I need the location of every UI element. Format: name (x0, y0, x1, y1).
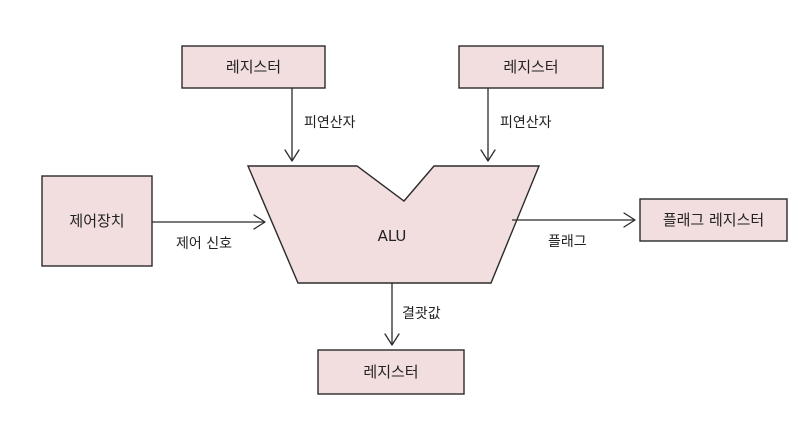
alu-label: ALU (378, 227, 407, 245)
register-top-left: 레지스터 (181, 45, 326, 89)
flag-label: 플래그 (548, 234, 587, 250)
arrow-operand-left (284, 88, 300, 162)
arrow-operand-right (480, 88, 496, 162)
arrow-flag (512, 212, 636, 228)
arrow-result (384, 283, 400, 346)
operand-left-label: 피연산자 (304, 115, 356, 131)
control-unit: 제어장치 (41, 175, 153, 267)
register-bottom-label: 레지스터 (363, 363, 418, 381)
flag-register: 플래그 레지스터 (639, 198, 788, 242)
control-unit-label: 제어장치 (69, 212, 124, 230)
register-top-right: 레지스터 (458, 45, 604, 89)
operand-right-label: 피연산자 (500, 115, 552, 131)
flag-register-label: 플래그 레지스터 (663, 211, 764, 229)
register-bottom: 레지스터 (317, 349, 465, 395)
alu-block: ALU (246, 165, 541, 284)
result-label: 결괏값 (402, 306, 441, 322)
register-top-left-label: 레지스터 (226, 58, 281, 76)
register-top-right-label: 레지스터 (503, 58, 558, 76)
arrow-control-signal (152, 214, 266, 230)
control-signal-label: 제어 신호 (176, 236, 232, 252)
